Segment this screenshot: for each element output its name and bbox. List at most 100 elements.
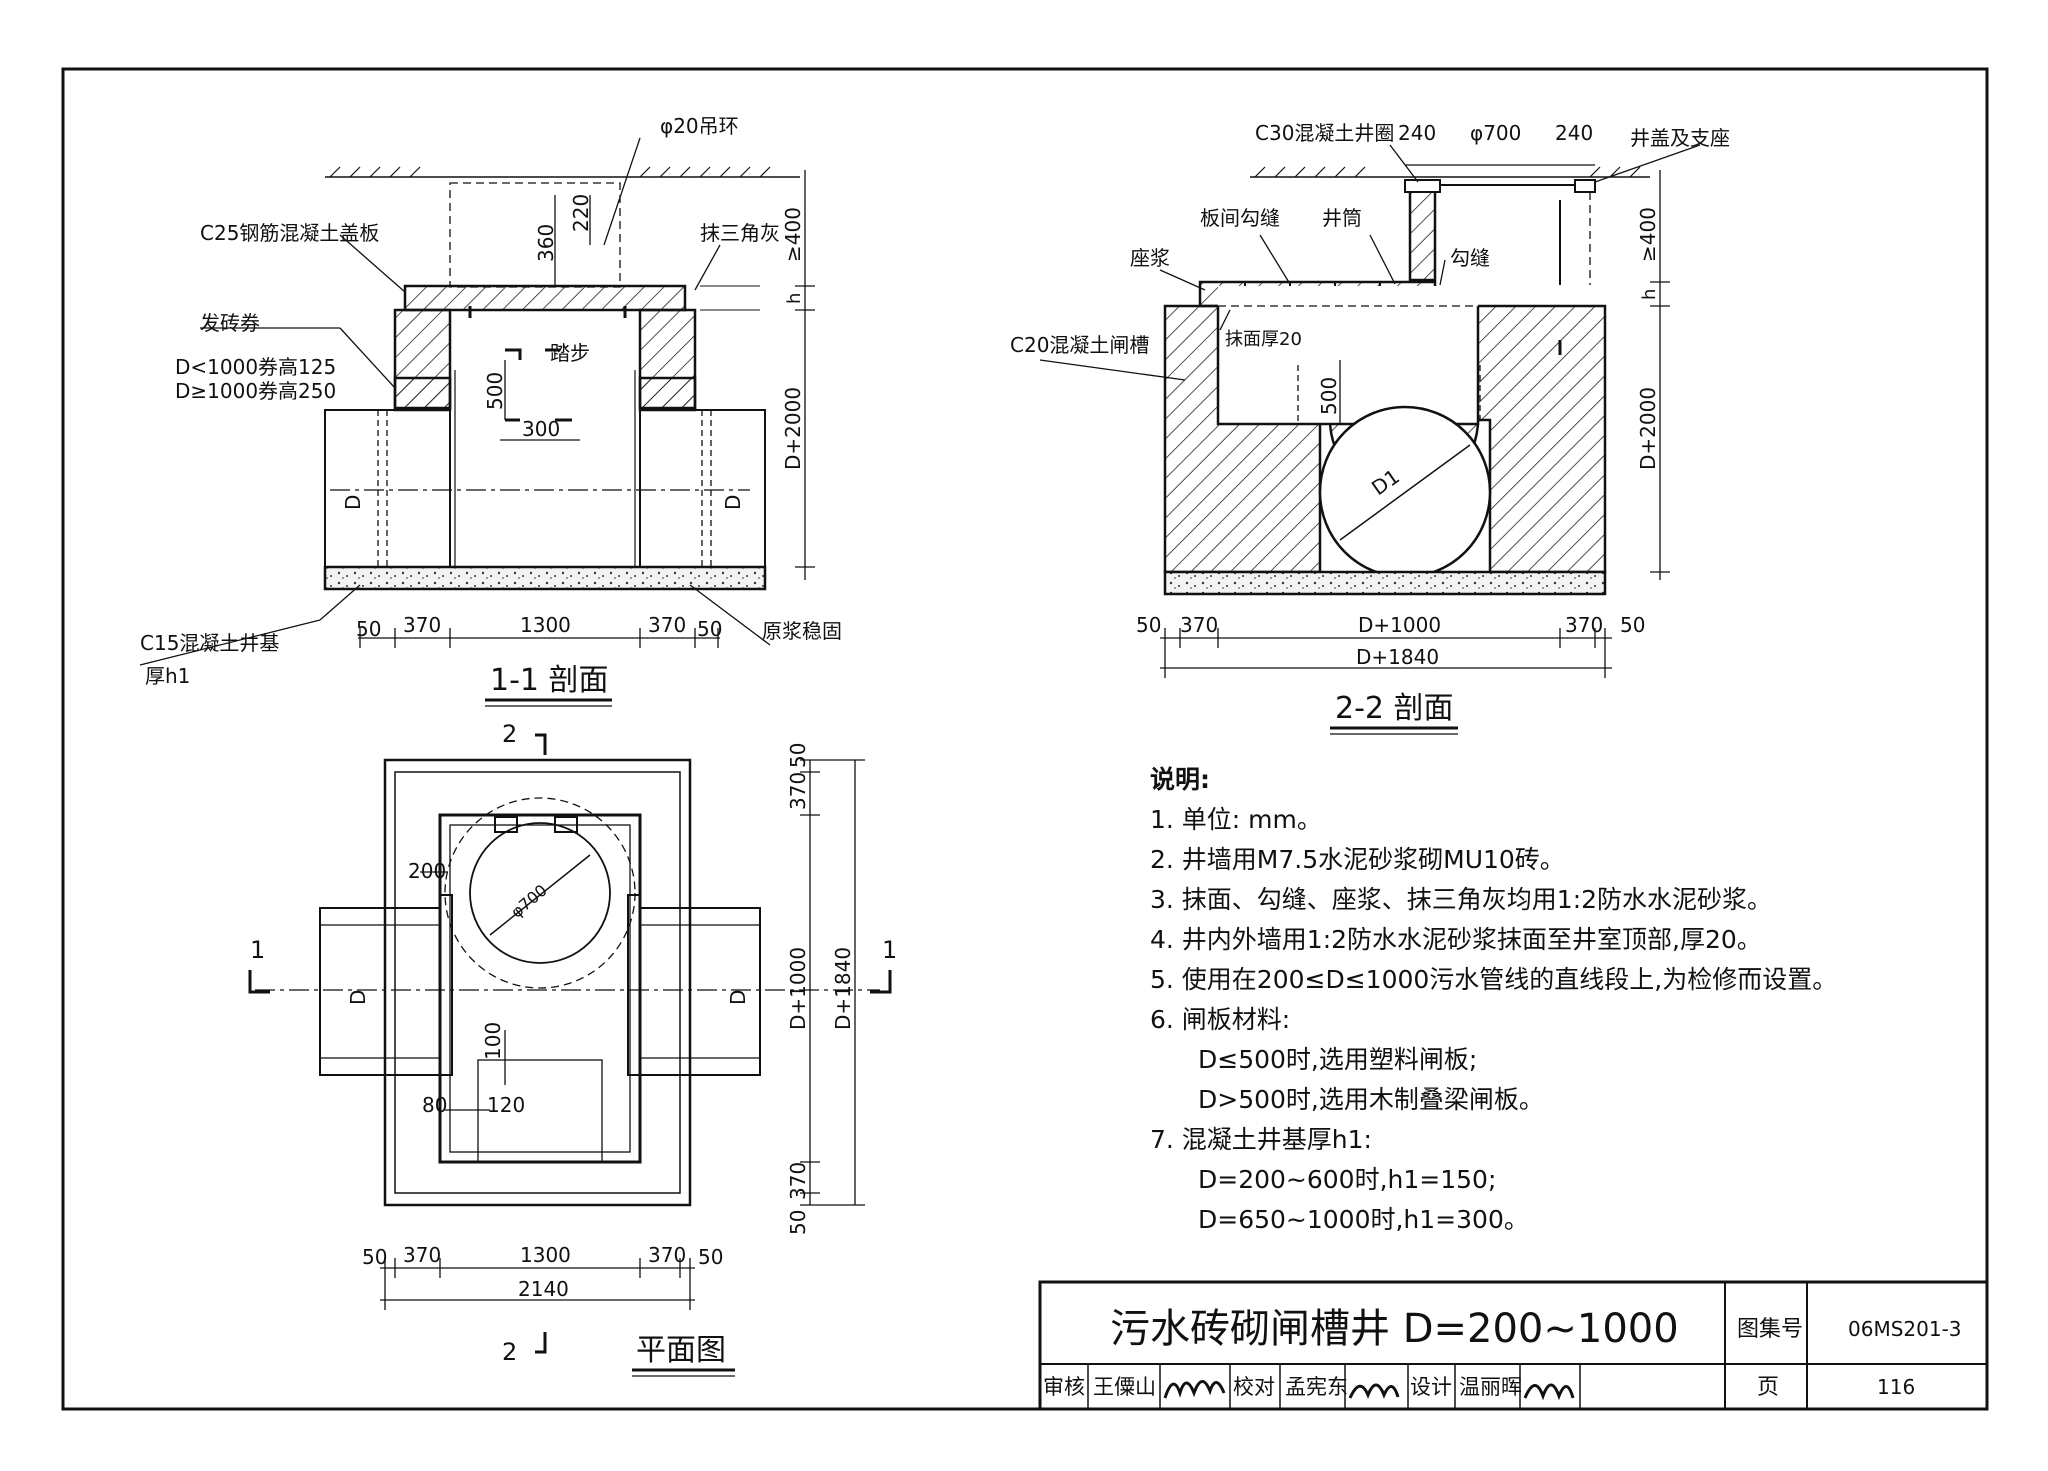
signature-review (1163, 1380, 1226, 1399)
dim-b50a-22: 50 (1136, 613, 1161, 637)
label-cover-22: 井盖及支座 (1630, 126, 1730, 150)
dim-500: 500 (483, 372, 507, 410)
section-mark-1-left: 1 (250, 936, 265, 964)
label-arch: 发砖券 (200, 311, 260, 335)
dim-d1840-22: D+1840 (1356, 645, 1439, 669)
section-1-1 (139, 137, 815, 666)
label-cover-slab: C25钢筋混凝土盖板 (200, 221, 379, 245)
label-gate: C20混凝土闸槽 (1010, 333, 1149, 357)
dim-h: h (784, 293, 805, 304)
dim-plan-b50b: 50 (698, 1245, 723, 1269)
section-mark-1-right: 1 (882, 936, 897, 964)
dim-b370b-22: 370 (1565, 613, 1603, 637)
label-bed: 座浆 (1130, 246, 1170, 270)
dim-r50a: 50 (786, 743, 810, 768)
dim-360: 360 (534, 224, 558, 262)
dim-b50a: 50 (356, 617, 381, 641)
label-base-h: 厚h1 (145, 664, 190, 688)
section-mark-2-bottom: 2 (502, 1338, 517, 1366)
label-pipe-d-right: D (721, 495, 745, 510)
dim-r370b: 370 (786, 1162, 810, 1200)
title-section-2-2: 2-2 剖面 (1335, 691, 1454, 726)
title-block (1038, 1280, 1989, 1411)
dim-240a: 240 (1398, 121, 1436, 145)
signature-design (1523, 1383, 1575, 1401)
section-2-2 (1039, 144, 1701, 678)
dim-b1300: 1300 (520, 613, 571, 637)
dim-220: 220 (569, 194, 593, 232)
dim-rd1000: D+1000 (786, 947, 810, 1030)
check-label: 校对 (1233, 1375, 1275, 1399)
dim-d2000: D+2000 (781, 387, 805, 470)
note-item: D=650~1000时,h1=300。 (1198, 1205, 1529, 1234)
dim-300: 300 (522, 417, 560, 441)
drawing-title: 污水砖砌闸槽井 D=200~1000 (1110, 1306, 1679, 1352)
dim-120: 120 (487, 1093, 525, 1117)
note-item: 1. 单位: mm。 (1150, 805, 1322, 834)
note-item: D>500时,选用木制叠梁闸板。 (1198, 1085, 1544, 1114)
dim-rd1840: D+1840 (831, 947, 855, 1030)
dim-plan-b50a: 50 (362, 1245, 387, 1269)
dim-200: 200 (408, 859, 446, 883)
label-arch-low: D<1000券高125 (175, 355, 336, 379)
label-plaster: 抹面厚20 (1225, 329, 1302, 350)
check-name: 孟宪东 (1285, 1375, 1348, 1399)
design-label: 设计 (1410, 1375, 1452, 1399)
dim-400-22: ≥400 (1636, 207, 1660, 262)
dim-500-22: 500 (1317, 377, 1341, 415)
notes-block: 说明: 1. 单位: mm。 2. 井墙用M7.5水泥砂浆砌MU10砖。 3. … (1150, 760, 1870, 1240)
dim-400: ≥400 (781, 207, 805, 262)
dim-b50b-22: 50 (1620, 613, 1645, 637)
note-item: 7. 混凝土井基厚h1: (1150, 1125, 1372, 1154)
dim-plan-b370a: 370 (403, 1243, 441, 1267)
dim-d2000-22: D+2000 (1636, 387, 1660, 470)
review-label: 审核 (1043, 1375, 1085, 1399)
dim-b50b: 50 (697, 617, 722, 641)
label-pipe-d-left: D (341, 495, 365, 510)
dim-700-plan: φ700 (507, 881, 551, 922)
label-joint: 勾缝 (1450, 246, 1490, 270)
dim-r370a: 370 (786, 772, 810, 810)
note-item: 6. 闸板材料: (1150, 1005, 1291, 1034)
note-item: 2. 井墙用M7.5水泥砂浆砌MU10砖。 (1150, 845, 1565, 874)
note-item: 5. 使用在200≤D≤1000污水管线的直线段上,为检修而设置。 (1150, 965, 1838, 994)
label-ring: φ20吊环 (660, 114, 739, 138)
label-arch-high: D≥1000券高250 (175, 379, 336, 403)
dim-240b: 240 (1555, 121, 1593, 145)
plan-pipe-d-right: D (726, 990, 750, 1005)
plan-pipe-d-left: D (346, 990, 370, 1005)
dim-700-22: φ700 (1470, 121, 1521, 145)
signature-check (1348, 1383, 1400, 1399)
dim-100: 100 (481, 1022, 505, 1060)
dim-b370a-22: 370 (1180, 613, 1218, 637)
note-item: 4. 井内外墙用1:2防水水泥砂浆抹面至井室顶部,厚20。 (1150, 925, 1762, 954)
dim-d1000-22: D+1000 (1358, 613, 1441, 637)
section-mark-2-top: 2 (502, 720, 517, 748)
dim-h-22: h (1639, 289, 1660, 300)
design-name: 温丽晖 (1459, 1375, 1522, 1399)
dim-80: 80 (422, 1093, 447, 1117)
review-name: 王僳山 (1093, 1375, 1156, 1399)
sheet-border (61, 67, 1989, 1411)
page-label: 页 (1757, 1375, 1779, 1400)
label-ring-22: C30混凝土井圈 (1255, 121, 1394, 145)
dim-b370b: 370 (648, 613, 686, 637)
note-item: 3. 抹面、勾缝、座浆、抹三角灰均用1:2防水水泥砂浆。 (1150, 885, 1773, 914)
note-item: D=200~600时,h1=150; (1198, 1165, 1497, 1194)
atlas-number: 06MS201-3 (1848, 1317, 1962, 1341)
note-item: D≤500时,选用塑料闸板; (1198, 1045, 1478, 1074)
dim-plan-b1300: 1300 (520, 1243, 571, 1267)
label-fillet: 抹三角灰 (700, 221, 780, 245)
label-shaft: 井筒 (1322, 206, 1362, 230)
label-slurry: 原浆稳固 (762, 619, 842, 643)
dim-r50b: 50 (786, 1210, 810, 1235)
concrete-base (323, 565, 767, 591)
dim-b370a: 370 (403, 613, 441, 637)
atlas-label: 图集号 (1737, 1317, 1803, 1342)
page-number: 116 (1877, 1375, 1915, 1399)
label-step: 踏步 (550, 341, 590, 365)
label-base: C15混凝土井基 (140, 631, 279, 655)
notes-heading: 说明: (1150, 765, 1210, 794)
cover-slab (403, 284, 687, 312)
